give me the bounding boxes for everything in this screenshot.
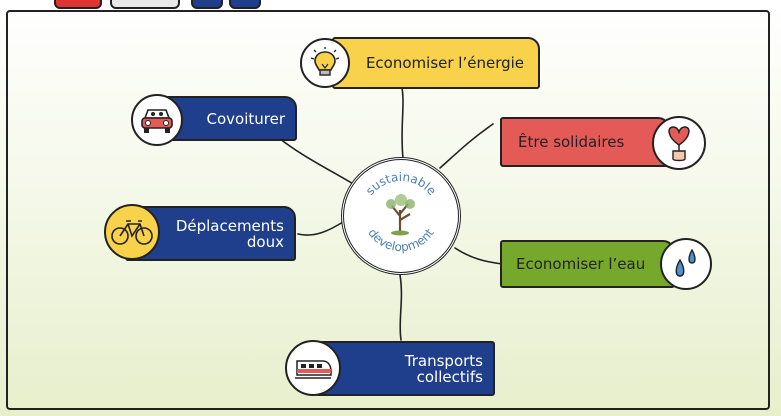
- line-covoiturer: [278, 137, 356, 186]
- hub-graphic: sustainable development: [363, 170, 439, 254]
- line-deplacements: [297, 221, 344, 236]
- line-eau: [454, 247, 504, 265]
- line-energie: [401, 87, 404, 159]
- car-icon: [131, 94, 183, 146]
- line-solidaires: [439, 123, 494, 169]
- diagram-frame: [6, 10, 770, 410]
- water-drops-icon: [660, 238, 712, 290]
- train-icon: [285, 340, 341, 396]
- line-transports: [399, 274, 403, 341]
- node-deplacements-text: Déplacements doux: [175, 216, 284, 251]
- top-tab-gray: [110, 0, 180, 9]
- heart-hand-icon: [652, 116, 706, 170]
- top-tab-blue-1: [191, 0, 223, 9]
- node-transports-text: Transports collectifs: [404, 351, 483, 386]
- sustainable-development-hub: sustainable development: [341, 157, 461, 275]
- node-solidaires-text: Être solidaires: [518, 133, 625, 151]
- node-eau-text: Economiser l’eau: [516, 255, 646, 273]
- top-tab-red: [54, 0, 102, 9]
- node-covoiturer-text: Covoiturer: [206, 109, 286, 128]
- tree-icon: [386, 194, 415, 236]
- node-energie-text: Economiser l’énergie: [365, 54, 525, 72]
- node-eau-label: Economiser l’eau: [500, 240, 675, 288]
- top-strip: [0, 0, 781, 13]
- node-solidaires-label: Être solidaires: [500, 117, 670, 167]
- top-tab-blue-2: [229, 0, 261, 9]
- bicycle-icon: [104, 204, 160, 260]
- node-energie-label: Economiser l’énergie: [332, 37, 540, 89]
- lightbulb-icon: [300, 38, 350, 88]
- hub-top-text: sustainable: [363, 170, 439, 198]
